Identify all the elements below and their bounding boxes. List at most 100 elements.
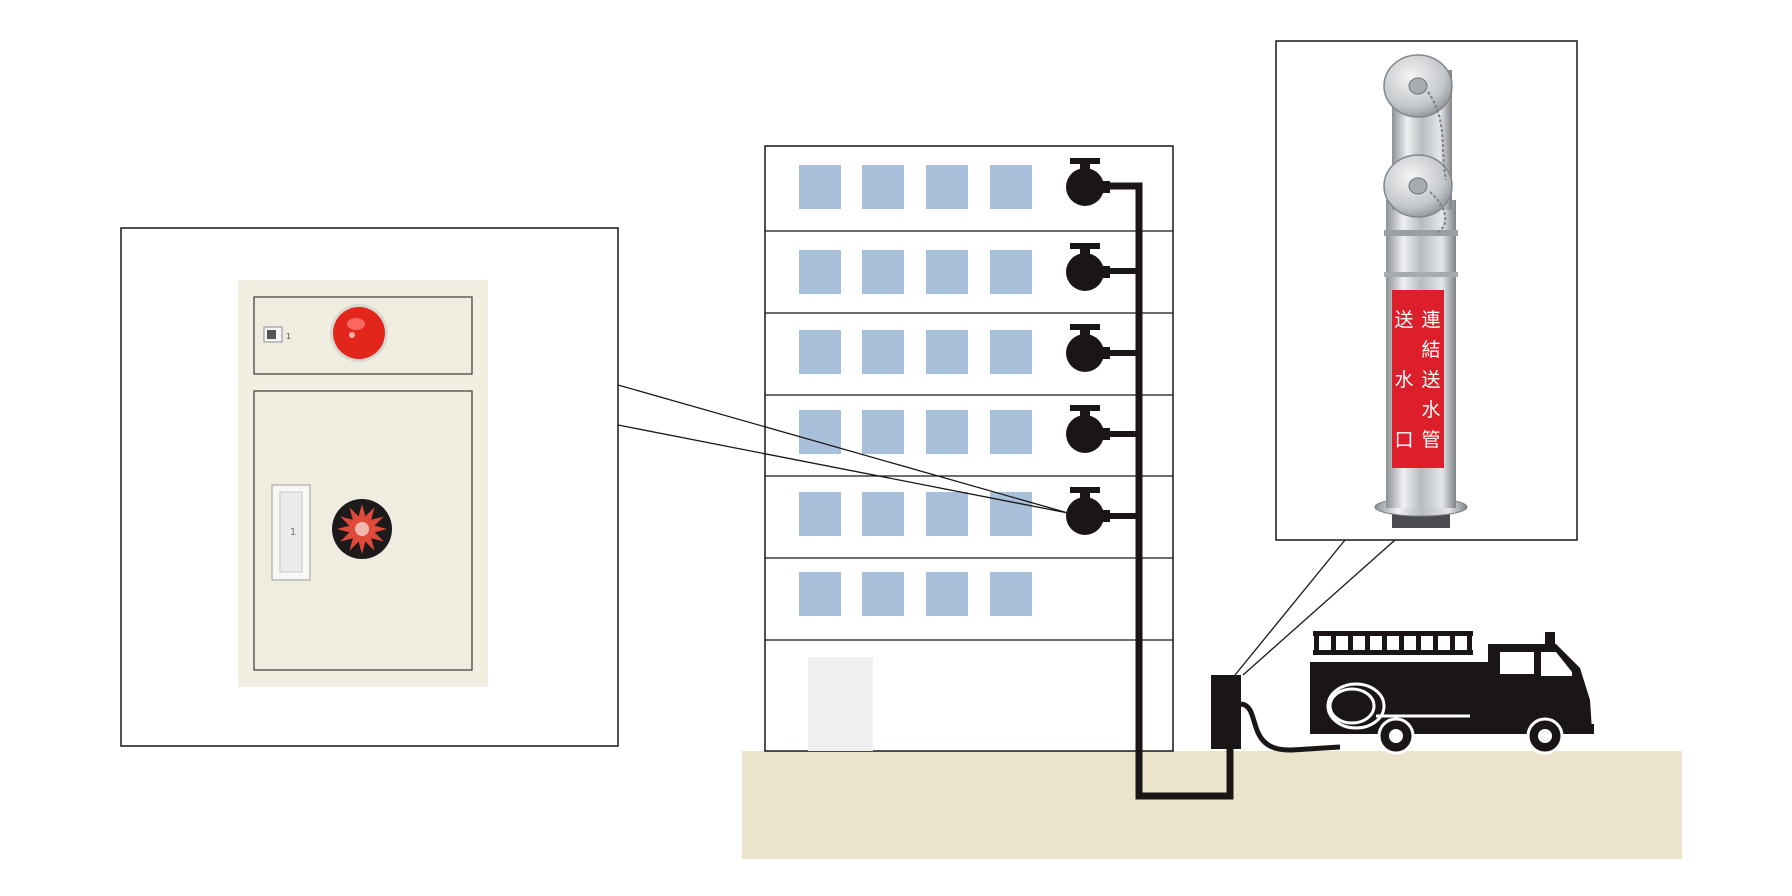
- inlet-label-char: 結: [1421, 339, 1440, 361]
- inlet-label-char: 水: [1421, 399, 1440, 421]
- truck-wheels: [1377, 717, 1564, 755]
- outlet-valve-nozzle: [1098, 510, 1110, 522]
- truck-window: [1500, 652, 1534, 674]
- outlet-valve-body: [1066, 415, 1104, 453]
- outlet-valve-handle: [1070, 324, 1100, 330]
- ladder-rung: [1399, 631, 1404, 655]
- outlet-valve-handle: [1070, 243, 1100, 249]
- ladder-rung: [1433, 631, 1438, 655]
- inlet-label-char: 送: [1421, 369, 1440, 391]
- building-window: [862, 165, 904, 209]
- ladder-rail: [1313, 650, 1473, 655]
- fire-hose-cabinet: 1 1: [238, 280, 488, 687]
- indicator-switch-window: [267, 330, 276, 339]
- outlet-valve-icon: [1066, 324, 1110, 372]
- callout-leader: [1242, 539, 1396, 676]
- building-window: [862, 572, 904, 616]
- inlet-label: [1392, 290, 1444, 468]
- ladder-rungs: [1314, 631, 1472, 655]
- inlet-label-left-column: 送水口: [1394, 309, 1413, 451]
- floor-dividers: [765, 230, 1173, 641]
- building-window: [862, 410, 904, 454]
- ladder-rung: [1365, 631, 1370, 655]
- outlet-valve-nozzle: [1098, 266, 1110, 278]
- building-window: [926, 250, 968, 294]
- callout-leader: [617, 384, 1069, 514]
- inlet-cap-center: [1408, 177, 1428, 195]
- alarm-lamp-icon: [333, 307, 385, 359]
- ladder-rung: [1416, 631, 1421, 655]
- inlet-cap-center: [1408, 77, 1428, 95]
- entrance-door: [808, 657, 873, 751]
- truck-window: [1541, 652, 1572, 676]
- siamese-inlet-icon: [1211, 675, 1241, 749]
- outlet-valve-body: [1066, 334, 1104, 372]
- inlet-tube-ring: [1384, 272, 1458, 277]
- ladder-rung: [1382, 631, 1387, 655]
- outlet-valve-nozzle: [1098, 428, 1110, 440]
- building-window: [799, 250, 841, 294]
- outlet-valve-handle: [1070, 487, 1100, 493]
- building-window: [926, 492, 968, 536]
- alarm-lamp-shine: [347, 318, 365, 330]
- outlet-valve-body: [1066, 497, 1104, 535]
- building-window: [862, 492, 904, 536]
- building-window: [926, 410, 968, 454]
- truck-wheel-hub: [1538, 729, 1552, 743]
- building-window: [799, 492, 841, 536]
- windows: [799, 165, 1032, 616]
- ladder-rung: [1331, 631, 1336, 655]
- outlet-valve-stem: [1080, 328, 1090, 336]
- outlet-valve-icon: [1066, 487, 1110, 535]
- door-number: 1: [290, 527, 296, 538]
- truck-chassis: [1316, 724, 1594, 734]
- building-window: [862, 330, 904, 374]
- inlet-tube-ring: [1384, 230, 1458, 236]
- outlet-valve-icon: [1066, 158, 1110, 206]
- callout-leader: [1234, 539, 1346, 676]
- building-window: [926, 165, 968, 209]
- building-window: [990, 572, 1032, 616]
- supply-hose: [1240, 701, 1341, 753]
- ladder-rung: [1348, 631, 1353, 655]
- ladder-rung: [1450, 631, 1455, 655]
- fire-emblem-core: [355, 522, 369, 536]
- ladder-rung: [1467, 631, 1472, 655]
- building-window: [990, 330, 1032, 374]
- fire-truck-icon: [1310, 631, 1594, 755]
- cabinet-callout: 1 1: [120, 227, 1069, 747]
- inlet-label-char: 送: [1394, 309, 1413, 331]
- inlet-chain: [1427, 91, 1447, 181]
- outlet-valve-body: [1066, 168, 1104, 206]
- building-window: [926, 572, 968, 616]
- riser-pipe: [1085, 182, 1234, 800]
- inlet-chain: [1429, 191, 1447, 233]
- truck-ladder: [1313, 631, 1473, 655]
- building-window: [862, 250, 904, 294]
- outlet-valve-handle: [1070, 405, 1100, 411]
- outlet-valve-stem: [1080, 409, 1090, 417]
- outlet-valve-stem: [1080, 162, 1090, 170]
- building-window: [990, 165, 1032, 209]
- outlet-valve-stem: [1080, 247, 1090, 255]
- outlet-valve-handle: [1070, 158, 1100, 164]
- fire-emblem-icon: [332, 499, 392, 559]
- inlet-label-char: 連: [1421, 309, 1440, 331]
- alarm-lamp-spot: [349, 332, 355, 338]
- building-window: [926, 330, 968, 374]
- outlet-valve-icon: [1066, 405, 1110, 453]
- building-window: [990, 410, 1032, 454]
- hose-reel: [1326, 682, 1470, 730]
- building-window: [799, 572, 841, 616]
- hose-reel-coil: [1328, 687, 1376, 725]
- ladder-rail: [1313, 631, 1473, 636]
- building-window: [799, 410, 841, 454]
- building-window: [799, 165, 841, 209]
- inlet-label-char: 水: [1394, 369, 1413, 391]
- door-handle-recess: [279, 491, 303, 573]
- outlet-valves: [1066, 158, 1110, 535]
- outlet-valve-icon: [1066, 243, 1110, 291]
